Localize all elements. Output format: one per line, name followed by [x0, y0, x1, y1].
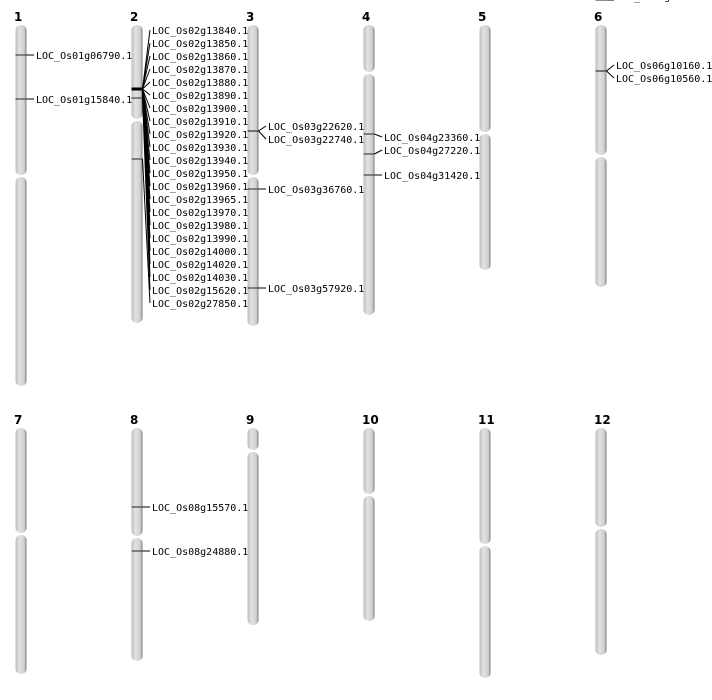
chromosome-arm-long: [15, 177, 27, 386]
gene-label: LOC_Os02g13980.1: [152, 221, 248, 232]
chromosome-arm-short: [479, 428, 491, 544]
gene-label: LOC_Os02g13860.1: [152, 52, 248, 63]
chromosome-number: 7: [14, 413, 22, 427]
gene-label: LOC_Os02g13870.1: [152, 65, 248, 76]
gene-label: LOC_Os02g13940.1: [152, 156, 248, 167]
chromosome-number: 10: [362, 413, 379, 427]
chromosome-arm-long: [247, 452, 259, 625]
gene-label: LOC_Os02g13960.1: [152, 182, 248, 193]
gene-label: LOC_Os02g13880.1: [152, 78, 248, 89]
chromosome-number: 12: [594, 413, 611, 427]
gene-connector: [258, 130, 267, 140]
chromosome-number: 6: [594, 10, 602, 24]
gene-connector: [374, 133, 383, 138]
gene-connector: [606, 64, 615, 72]
gene-label: LOC_Os01g15840.1: [36, 95, 132, 106]
gene-label: LOC_Os02g13920.1: [152, 130, 248, 141]
chromosome-number: 2: [130, 10, 138, 24]
chromosome-arm-long: [15, 535, 27, 674]
gene-label: LOC_Os06g10160.1: [616, 61, 712, 72]
chromosome-arm-long: [363, 74, 375, 315]
gene-connector: [258, 125, 267, 132]
gene-label: LOC_Os02g13850.1: [152, 39, 248, 50]
chromosome-number: 5: [478, 10, 486, 24]
gene-label: LOC_Os02g13900.1: [152, 104, 248, 115]
gene-label: LOC_Os02g15620.1: [152, 286, 248, 297]
chromosome-arm-short: [247, 25, 259, 175]
gene-label: LOC_Os02g14030.1: [152, 273, 248, 284]
chromosome-arm-long: [595, 157, 607, 287]
gene-label: LOC_Os04g23360.1: [384, 133, 480, 144]
gene-label: LOC_Os02g13990.1: [152, 234, 248, 245]
chromosome-arm-long: [131, 121, 143, 323]
chromosome-arm-long: [363, 496, 375, 621]
gene-connector: [142, 97, 151, 291]
gene-connector: [374, 149, 383, 155]
gene-connector: [142, 88, 151, 96]
gene-label: LOC_Os02g14000.1: [152, 247, 248, 258]
chromosome-number: 8: [130, 413, 138, 427]
chromosome-arm-short: [479, 25, 491, 132]
gene-label: LOC_Os02g13950.1: [152, 169, 248, 180]
chromosome-arm-long: [247, 177, 259, 326]
chromosome-arm-long: [479, 134, 491, 270]
chromosome-number: 11: [478, 413, 495, 427]
gene-label: LOC_Os04g27220.1: [384, 146, 480, 157]
gene-label: LOC_Os01g06790.1: [36, 51, 132, 62]
chromosome-arm-short: [15, 25, 27, 175]
chromosome-arm-short: [363, 25, 375, 72]
gene-label: LOC_Os02g13930.1: [152, 143, 248, 154]
gene-connector: [142, 55, 151, 90]
gene-label: LOC_Os12g14220.1: [616, 0, 712, 3]
chromosome-arm-short: [363, 428, 375, 494]
chromosome-arm-short: [595, 25, 607, 155]
gene-connector: [142, 158, 151, 304]
chromosome-arm-long: [131, 538, 143, 661]
chromosome-number: 3: [246, 10, 254, 24]
gene-label: LOC_Os04g31420.1: [384, 171, 480, 182]
gene-label: LOC_Os02g13970.1: [152, 208, 248, 219]
chromosome-arm-short: [247, 428, 259, 450]
chromosome-arm-short: [15, 428, 27, 533]
gene-connector: [142, 68, 151, 90]
chromosome-number: 1: [14, 10, 22, 24]
gene-label: LOC_Os02g27850.1: [152, 299, 248, 310]
chromosome-arm-short: [131, 25, 143, 119]
chromosome-arm-short: [131, 428, 143, 536]
gene-label: LOC_Os02g13965.1: [152, 195, 248, 206]
gene-label: LOC_Os08g24880.1: [152, 547, 248, 558]
gene-label: LOC_Os02g13840.1: [152, 26, 248, 37]
gene-label: LOC_Os06g10560.1: [616, 74, 712, 85]
gene-label: LOC_Os03g36760.1: [268, 185, 364, 196]
chromosome-arm-long: [479, 546, 491, 678]
gene-connector: [142, 81, 151, 90]
chromosome-number: 9: [246, 413, 254, 427]
gene-connector: [606, 70, 615, 79]
chromosome-arm-long: [595, 529, 607, 655]
gene-label: LOC_Os02g13890.1: [152, 91, 248, 102]
gene-label: LOC_Os03g22620.1: [268, 122, 364, 133]
gene-label: LOC_Os03g57920.1: [268, 284, 364, 295]
chromosome-arm-short: [595, 428, 607, 527]
gene-label: LOC_Os08g15570.1: [152, 503, 248, 514]
gene-label: LOC_Os02g13910.1: [152, 117, 248, 128]
chromosome-number: 4: [362, 10, 370, 24]
gene-label: LOC_Os03g22740.1: [268, 135, 364, 146]
gene-label: LOC_Os02g14020.1: [152, 260, 248, 271]
